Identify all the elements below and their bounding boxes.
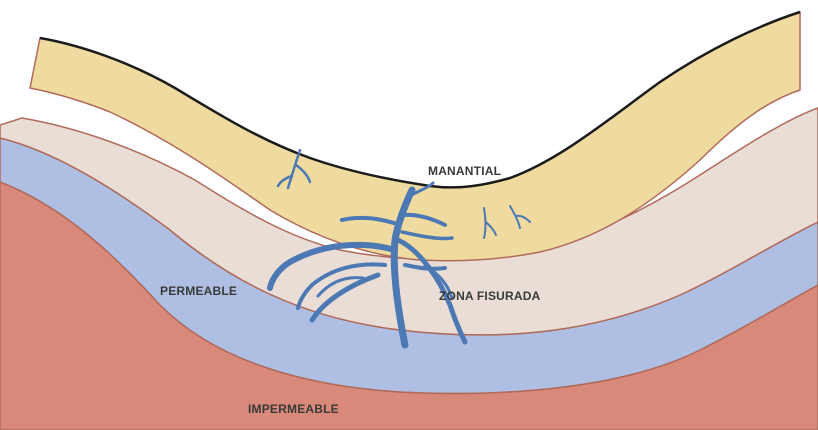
permeable-layer-label: PERMEABLE bbox=[160, 284, 237, 298]
spring-label: MANANTIAL bbox=[428, 164, 501, 178]
impermeable-layer-label: IMPERMEABLE bbox=[248, 402, 339, 416]
fractured-zone-label: ZONA FISURADA bbox=[439, 289, 540, 303]
